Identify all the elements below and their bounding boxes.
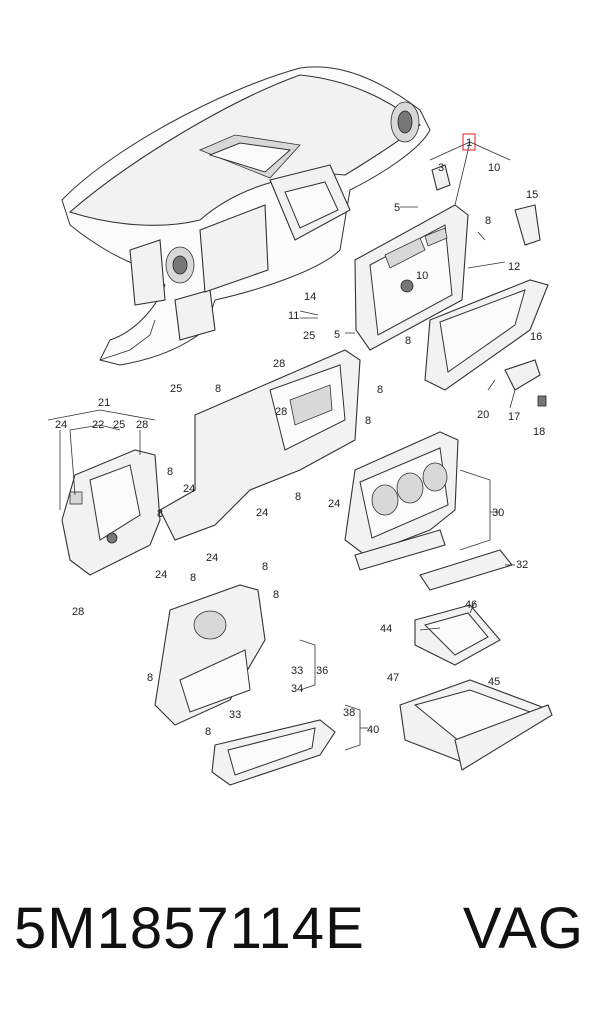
callout-8: 8 — [147, 672, 153, 684]
callout-36: 36 — [316, 665, 328, 677]
callout-11: 11 — [288, 310, 299, 322]
callout-38: 38 — [343, 707, 355, 719]
callout-33: 33 — [229, 709, 241, 721]
left-side-trim — [61, 449, 161, 576]
callout-labels: 1 3 10 5 15 8 10 12 14 11 25 5 8 16 28 8… — [55, 137, 545, 738]
callout-30: 30 — [492, 507, 504, 519]
callout-12: 12 — [508, 261, 520, 273]
callout-5: 5 — [394, 202, 400, 214]
climate-panel — [344, 431, 513, 591]
lower-storage-assembly — [154, 584, 336, 786]
center-lower-trim — [159, 349, 361, 541]
callout-8: 8 — [365, 415, 371, 427]
callout-33: 33 — [291, 665, 303, 677]
callout-24: 24 — [155, 569, 167, 581]
callout-24: 24 — [183, 483, 195, 495]
callout-28: 28 — [275, 406, 287, 418]
glovebox-cover-assembly — [354, 164, 549, 407]
callout-8: 8 — [157, 508, 163, 520]
callout-20: 20 — [477, 409, 489, 421]
callout-24: 24 — [206, 552, 218, 564]
leader-lines — [47, 141, 516, 751]
callout-8: 8 — [405, 335, 411, 347]
callout-8: 8 — [377, 384, 383, 396]
callout-8: 8 — [190, 572, 196, 584]
callout-14: 14 — [304, 291, 316, 303]
callout-8: 8 — [167, 466, 173, 478]
callout-3: 3 — [438, 162, 444, 174]
callout-17: 17 — [508, 411, 520, 423]
callout-25: 25 — [113, 419, 125, 431]
callout-46: 46 — [465, 599, 477, 611]
right-lower-boxes — [399, 604, 553, 771]
callout-24: 24 — [55, 419, 67, 431]
callout-45: 45 — [488, 676, 500, 688]
callout-32: 32 — [516, 559, 528, 571]
callout-1-highlight — [462, 133, 476, 151]
callout-22: 22 — [92, 419, 104, 431]
callout-10: 10 — [488, 162, 500, 174]
exploded-parts-diagram: 1 3 10 5 15 8 10 12 14 11 25 5 8 16 28 8… — [47, 66, 553, 786]
callout-24: 24 — [328, 498, 340, 510]
callout-34: 34 — [291, 683, 303, 695]
callout-8: 8 — [205, 726, 211, 738]
callout-16: 16 — [530, 331, 542, 343]
callout-8: 8 — [215, 383, 221, 395]
callout-28: 28 — [72, 606, 84, 618]
callout-8: 8 — [295, 491, 301, 503]
callout-28: 28 — [136, 419, 148, 431]
callout-47: 47 — [387, 672, 399, 684]
callout-8: 8 — [273, 589, 279, 601]
callout-28: 28 — [273, 358, 285, 370]
callout-8: 8 — [262, 561, 268, 573]
callout-1: 1 — [466, 137, 472, 149]
callout-25: 25 — [303, 330, 315, 342]
callout-25: 25 — [170, 383, 182, 395]
callout-21: 21 — [98, 397, 110, 409]
callout-8: 8 — [485, 215, 491, 227]
callout-5: 5 — [334, 329, 340, 341]
callout-24: 24 — [256, 507, 268, 519]
callout-40: 40 — [367, 724, 379, 736]
part-number: 5M1857114E — [14, 896, 365, 961]
callout-44: 44 — [380, 623, 392, 635]
dashboard-assembly — [61, 66, 431, 366]
callout-10: 10 — [416, 270, 428, 282]
callout-15: 15 — [526, 189, 538, 201]
callout-18: 18 — [533, 426, 545, 438]
brand-label: VAG — [462, 896, 584, 961]
